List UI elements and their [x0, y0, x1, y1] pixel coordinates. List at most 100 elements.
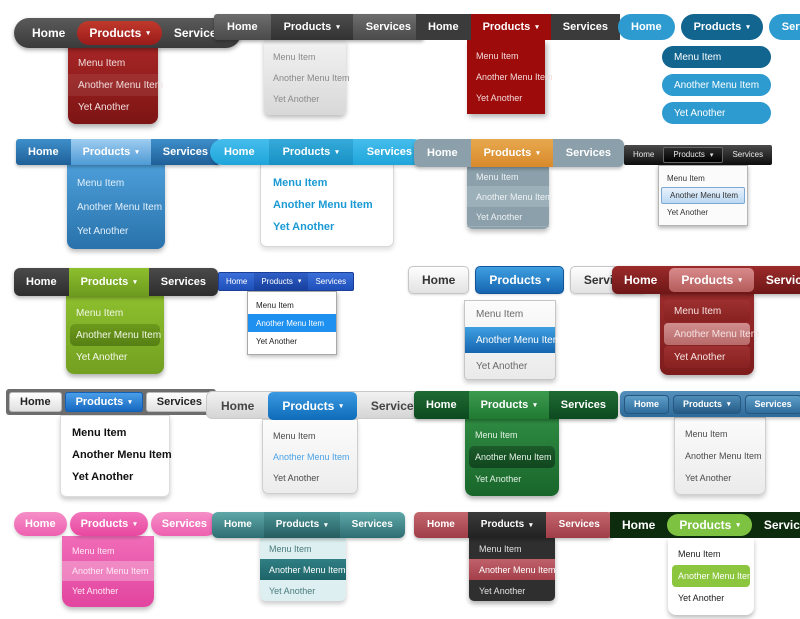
dropdown-item-2[interactable]: Another Menu Item — [273, 72, 350, 83]
nav-item-services[interactable]: Services — [351, 519, 393, 530]
nav-item-products[interactable]: Products▾ — [667, 514, 752, 536]
dropdown-item-3[interactable]: Yet Another — [273, 221, 335, 233]
dropdown-item-1[interactable]: Menu Item — [476, 308, 524, 320]
nav-item-home[interactable]: Home — [633, 150, 655, 159]
dropdown-item-3[interactable]: Yet Another — [269, 585, 316, 596]
nav-item-home[interactable]: Home — [227, 20, 258, 33]
dropdown-item-1[interactable]: Menu Item — [78, 57, 126, 69]
nav-item-home[interactable]: Home — [224, 519, 252, 530]
dropdown-item-1[interactable]: Menu Item — [269, 543, 312, 554]
dropdown-item-3[interactable]: Yet Another — [78, 101, 130, 113]
nav-item-home[interactable]: Home — [32, 26, 66, 40]
dropdown-item-1[interactable]: Menu Item — [256, 300, 294, 310]
nav-item-products[interactable]: Products▾ — [68, 268, 149, 296]
nav-item-home[interactable]: Home — [26, 275, 57, 288]
dropdown-item-3[interactable]: Yet Another — [273, 93, 320, 104]
nav-item-services[interactable]: Services — [765, 273, 800, 287]
dropdown-item-2[interactable]: Another Menu Item — [469, 559, 555, 580]
nav-item-services[interactable]: Services — [732, 150, 764, 159]
nav-item-products[interactable]: Products▾ — [663, 147, 724, 163]
nav-item-services[interactable]: Services — [366, 145, 413, 158]
dropdown-item-1[interactable]: Menu Item — [662, 46, 772, 68]
dropdown-item-1[interactable]: Menu Item — [273, 177, 328, 189]
dropdown-item-1[interactable]: Menu Item — [664, 300, 750, 322]
nav-item-services[interactable]: Services — [744, 394, 800, 414]
dropdown-item-3[interactable]: Yet Another — [76, 351, 128, 363]
nav-item-products[interactable]: Products▾ — [669, 268, 754, 292]
nav-item-products[interactable]: Products▾ — [70, 139, 151, 165]
dropdown-item-2[interactable]: Another Menu Item — [68, 74, 163, 96]
nav-item-products[interactable]: Products▾ — [468, 391, 549, 419]
nav-item-services[interactable]: Services — [768, 14, 800, 40]
nav-item-home[interactable]: Home — [224, 145, 255, 158]
dropdown-item-1[interactable]: Menu Item — [479, 543, 522, 554]
nav-item-services[interactable]: Services — [558, 519, 600, 530]
dropdown-item-1[interactable]: Menu Item — [77, 177, 125, 189]
dropdown-item-3[interactable]: Yet Another — [475, 474, 522, 484]
dropdown-item-3[interactable]: Yet Another — [72, 471, 134, 483]
dropdown-item-2[interactable]: Another Menu Item — [685, 451, 762, 461]
nav-item-home[interactable]: Home — [428, 20, 459, 33]
nav-item-services[interactable]: Services — [162, 145, 209, 158]
nav-item-home[interactable]: Home — [624, 394, 670, 414]
nav-item-products[interactable]: Products▾ — [268, 139, 353, 165]
nav-item-services[interactable]: Services — [150, 512, 219, 536]
dropdown-item-3[interactable]: Yet Another — [476, 360, 528, 372]
dropdown-item-2[interactable]: Another Menu Item — [77, 201, 163, 213]
dropdown-item-3[interactable]: Yet Another — [685, 473, 732, 483]
nav-item-services[interactable]: Services — [560, 398, 607, 411]
dropdown-item-3[interactable]: Yet Another — [72, 586, 119, 596]
nav-item-home[interactable]: Home — [622, 518, 656, 532]
nav-item-products[interactable]: Products▾ — [69, 512, 148, 536]
nav-item-products[interactable]: Products▾ — [64, 392, 143, 412]
nav-item-products[interactable]: Products▾ — [254, 273, 309, 290]
nav-item-products[interactable]: Products▾ — [467, 512, 546, 538]
dropdown-item-2[interactable]: Another Menu Item — [467, 187, 553, 207]
dropdown-item-3[interactable]: Yet Another — [77, 225, 129, 237]
nav-item-services[interactable]: Services — [145, 392, 214, 412]
dropdown-item-2[interactable]: Another Menu Item — [465, 327, 561, 353]
nav-item-products[interactable]: Products▾ — [475, 266, 564, 294]
dropdown-item-2[interactable]: Another Menu Item — [70, 324, 161, 346]
nav-item-home[interactable]: Home — [408, 266, 470, 294]
dropdown-item-1[interactable]: Menu Item — [475, 430, 518, 440]
nav-item-home[interactable]: Home — [624, 273, 658, 287]
nav-item-services[interactable]: Services — [315, 276, 347, 286]
dropdown-item-2[interactable]: Another Menu Item — [273, 199, 373, 211]
nav-item-home[interactable]: Home — [618, 14, 675, 40]
nav-item-home[interactable]: Home — [427, 519, 455, 530]
dropdown-item-2[interactable]: Another Menu Item — [248, 314, 336, 332]
dropdown-item-1[interactable]: Menu Item — [273, 51, 316, 62]
dropdown-item-1[interactable]: Menu Item — [76, 307, 124, 319]
dropdown-item-1[interactable]: Menu Item — [678, 549, 721, 559]
dropdown-item-1[interactable]: Menu Item — [273, 430, 316, 441]
dropdown-item-2[interactable]: Another Menu Item — [273, 451, 350, 462]
dropdown-item-2[interactable]: Another Menu Item — [260, 559, 346, 580]
dropdown-item-2[interactable]: Another Menu Item — [661, 187, 745, 204]
dropdown-item-2[interactable]: Another Menu Item — [62, 561, 154, 581]
nav-item-products[interactable]: Products▾ — [77, 21, 162, 45]
nav-item-services[interactable]: Services — [565, 146, 612, 159]
dropdown-item-3[interactable]: Yet Another — [273, 472, 320, 483]
dropdown-item-1[interactable]: Menu Item — [685, 429, 728, 439]
dropdown-item-3[interactable]: Yet Another — [662, 102, 772, 124]
dropdown-item-1[interactable]: Menu Item — [667, 174, 705, 183]
nav-item-products[interactable]: Products▾ — [680, 14, 763, 40]
nav-item-products[interactable]: Products▾ — [470, 14, 551, 40]
nav-item-services[interactable]: Services — [370, 399, 421, 413]
nav-item-services[interactable]: Services — [173, 26, 224, 40]
nav-item-home[interactable]: Home — [426, 398, 457, 411]
dropdown-item-2[interactable]: Another Menu Item — [672, 565, 755, 587]
dropdown-item-1[interactable]: Menu Item — [476, 50, 519, 61]
nav-item-services[interactable]: Services — [763, 518, 800, 532]
nav-item-products[interactable]: Products▾ — [673, 394, 741, 414]
dropdown-item-3[interactable]: Yet Another — [667, 208, 709, 217]
nav-item-products[interactable]: Products▾ — [270, 14, 353, 40]
dropdown-item-3[interactable]: Yet Another — [678, 593, 725, 603]
nav-item-home[interactable]: Home — [221, 399, 255, 413]
dropdown-item-3[interactable]: Yet Another — [476, 92, 523, 103]
nav-item-home[interactable]: Home — [28, 145, 59, 158]
dropdown-item-1[interactable]: Menu Item — [72, 427, 127, 439]
nav-item-home[interactable]: Home — [9, 392, 62, 412]
nav-item-home[interactable]: Home — [427, 146, 458, 159]
